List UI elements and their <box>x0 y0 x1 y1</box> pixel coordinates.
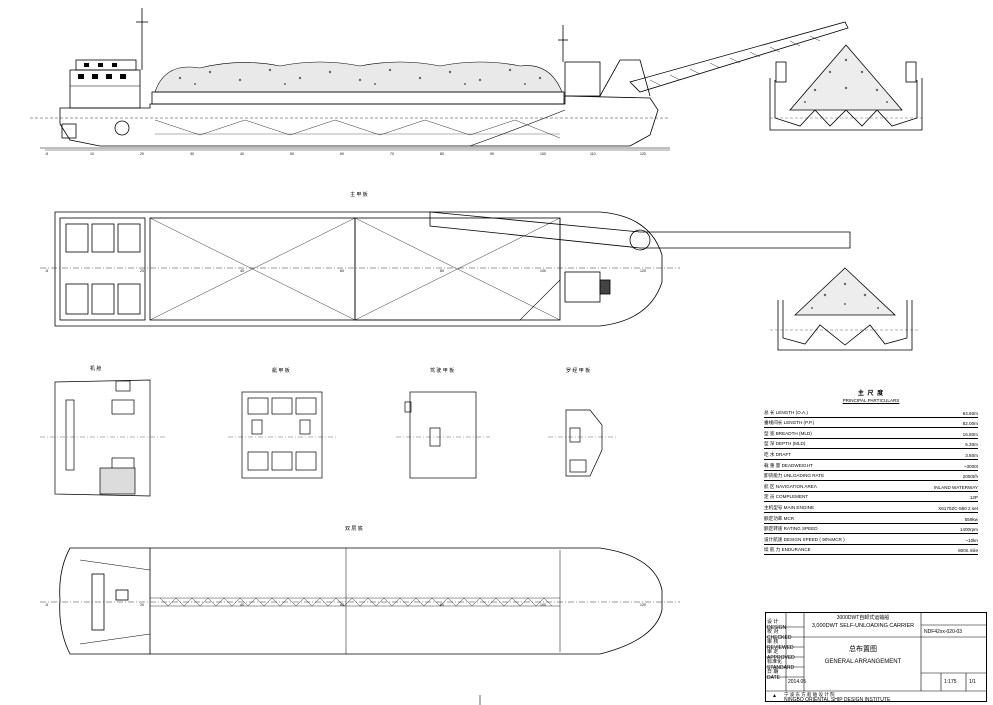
svg-text:50: 50 <box>290 152 294 156</box>
title-block: 设 计 DESIGN 校 对 CHECKED 审 核 REVIEWED 审 定 … <box>765 612 987 703</box>
svg-text:100: 100 <box>540 603 546 607</box>
svg-text:20: 20 <box>140 603 144 607</box>
unloading-boom <box>629 21 849 93</box>
svg-text:120: 120 <box>640 603 646 607</box>
svg-text:70: 70 <box>390 152 394 156</box>
svg-text:-5: -5 <box>45 269 48 273</box>
section-cargo <box>789 44 903 111</box>
sheet-value: 1/1 <box>969 679 976 685</box>
sign-row: 校 对 CHECKED <box>767 629 792 641</box>
svg-text:120: 120 <box>640 152 646 156</box>
main-deck-label: 主 甲 板 <box>350 191 368 198</box>
cargo-pile <box>154 61 563 93</box>
institute-name-cn: 宁 波 东 方 船 舶 设 计 院 <box>784 692 835 697</box>
institute-name-en: NINGBO ORIENTAL SHIP DESIGN INSTITUTE <box>784 697 891 703</box>
particulars-row: 型 宽 BREADTH (MLD)16.80m <box>764 428 978 439</box>
svg-text:40: 40 <box>240 152 244 156</box>
boat-deck-plan <box>228 391 336 479</box>
drawing-title-en: GENERAL ARRANGEMENT <box>824 659 902 665</box>
deck-d-label: 罗 经 甲 板 <box>566 367 590 374</box>
particulars-row: 载 重 量 DEADWEIGHT~3000t <box>764 460 978 471</box>
sign-row: 日 期 DATE <box>767 669 780 681</box>
svg-text:60: 60 <box>340 603 344 607</box>
sign-row: 审 定 APPROVED <box>767 649 795 661</box>
profile-view: -5 10 20 30 40 50 60 70 80 90 100 110 120 <box>30 8 849 156</box>
sign-row: 标准化 STANDARD <box>767 659 795 671</box>
svg-text:20: 20 <box>140 269 144 273</box>
svg-text:120: 120 <box>640 269 646 273</box>
particulars-title-en: PRINCIPAL PARTICULARS <box>842 398 900 403</box>
institute-logo: ▲ <box>772 693 777 699</box>
svg-text:30: 30 <box>190 152 194 156</box>
deck-b-label: 艇 甲 板 <box>272 367 290 374</box>
drawing-number: NDF42xx-020-03 <box>924 629 963 635</box>
wheelhouse-deck-plan <box>396 391 490 479</box>
scale-value: 1:175 <box>944 679 957 685</box>
particulars-row: 型 深 DEPTH (MLD)5.30m <box>764 439 978 450</box>
particulars-row: 设计航速 DESIGN SPEED ( 90%MCR )~10kn <box>764 534 978 545</box>
svg-text:100: 100 <box>540 269 546 273</box>
svg-text:80: 80 <box>440 603 444 607</box>
particulars-title-cn: 主 尺 度 <box>857 391 885 397</box>
deck-c-label: 驾 驶 甲 板 <box>430 367 454 374</box>
svg-text:40: 40 <box>240 603 244 607</box>
svg-text:10: 10 <box>90 152 94 156</box>
engine-label: 机 舱 <box>90 365 101 372</box>
project-title-en: 3,000DWT SELF-UNLOADING CARRIER <box>811 623 915 629</box>
particulars-row: 垂线间长 LENGTH (P.P.)82.00m <box>764 418 978 429</box>
date-value: 2014.05 <box>788 679 807 685</box>
particulars-row: 总 长 LENGTH (O.A.)84.60m <box>764 407 978 418</box>
sign-row: 设 计 DESIGN <box>767 619 787 631</box>
svg-text:90: 90 <box>490 152 494 156</box>
hold-section <box>770 267 920 351</box>
title-block-grid <box>766 613 986 692</box>
main-deck-plan: -5 20 40 60 80 100 120 <box>40 211 851 327</box>
double-bottom-plan: -5 20 40 60 80 100 120 <box>40 547 680 655</box>
boom-plan <box>429 211 851 249</box>
svg-text:80: 80 <box>440 152 444 156</box>
project-title-cn: 3000DWT自卸式运输船 <box>836 615 890 621</box>
compass-deck-plan <box>548 409 618 477</box>
midship-section <box>769 44 923 131</box>
drawing-title-cn: 总布置图 <box>849 646 877 653</box>
svg-text:-5: -5 <box>45 603 48 607</box>
engine-room-plan <box>40 379 165 497</box>
svg-text:100: 100 <box>540 152 546 156</box>
svg-text:110: 110 <box>590 152 596 156</box>
svg-text:-5: -5 <box>45 152 48 156</box>
svg-text:80: 80 <box>440 269 444 273</box>
sign-row: 审 核 REVIEWED <box>767 639 794 651</box>
double-bottom-label: 双 层 底 <box>345 525 363 532</box>
svg-text:40: 40 <box>240 269 244 273</box>
svg-text:60: 60 <box>340 152 344 156</box>
svg-text:60: 60 <box>340 269 344 273</box>
svg-text:20: 20 <box>140 152 144 156</box>
principal-particulars-table: 主 尺 度 PRINCIPAL PARTICULARS 总 长 LENGTH (… <box>764 388 978 578</box>
